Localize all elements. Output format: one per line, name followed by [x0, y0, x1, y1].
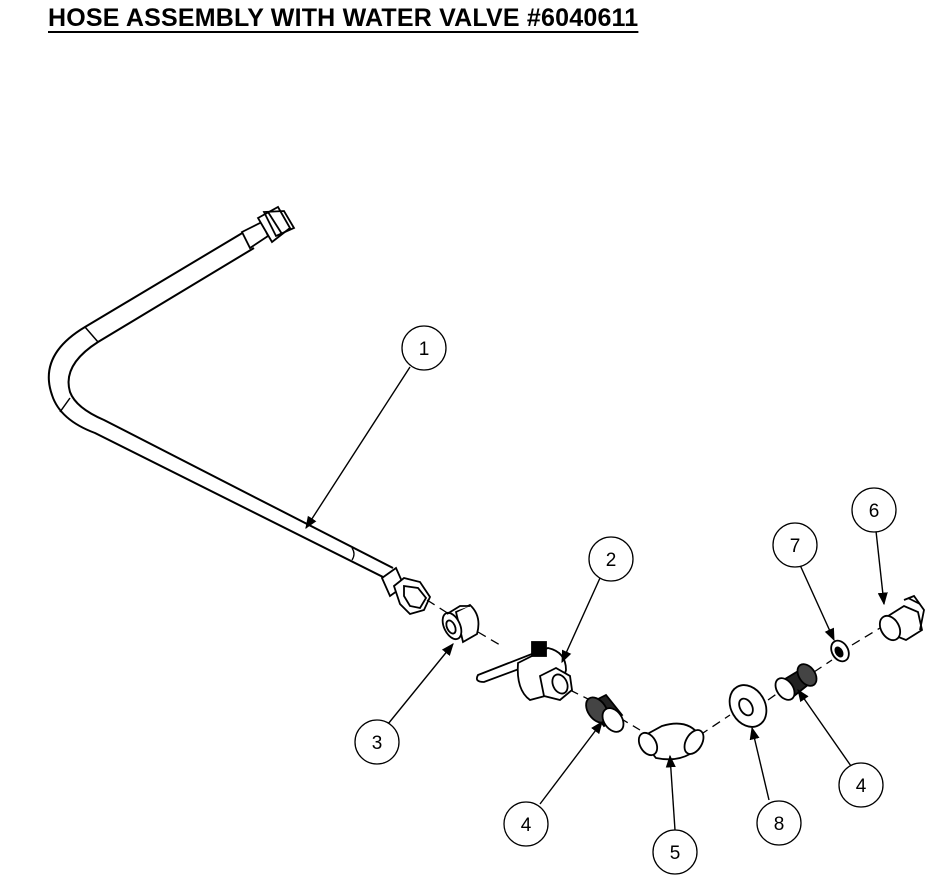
callout-6: 6 — [851, 487, 897, 533]
callout-1: 1 — [401, 325, 447, 371]
callout-3: 3 — [354, 719, 400, 765]
leader-6 — [875, 530, 888, 606]
callout-4-right-label: 4 — [856, 776, 867, 797]
small-washer — [830, 639, 850, 663]
hose-top-fitting — [240, 205, 296, 250]
leader-4-left — [539, 720, 603, 805]
flange-washer — [728, 684, 768, 728]
page-title: HOSE ASSEMBLY WITH WATER VALVE #6040611 — [48, 4, 639, 32]
leader-1 — [305, 366, 411, 530]
callout-4-left-label: 4 — [521, 815, 532, 836]
leader-2 — [561, 577, 601, 664]
callout-3-label: 3 — [372, 733, 383, 754]
callout-2-label: 2 — [606, 550, 617, 571]
adapter-fitting — [441, 603, 480, 644]
callout-2: 2 — [588, 536, 634, 582]
ball-valve — [475, 641, 573, 701]
leader-4-right — [797, 688, 852, 767]
hose — [47, 231, 394, 579]
leader-lines — [305, 366, 888, 831]
callout-5-label: 5 — [670, 843, 681, 864]
callout-1-label: 1 — [419, 339, 430, 360]
callout-8-label: 8 — [774, 814, 785, 835]
end-cap — [878, 594, 925, 642]
elbow-fitting — [637, 722, 705, 761]
callout-4-right: 4 — [838, 762, 884, 808]
leader-7 — [799, 564, 835, 642]
hose-bottom-fitting — [380, 566, 432, 616]
callout-4-left: 4 — [503, 801, 549, 847]
leader-8 — [749, 726, 770, 801]
callout-6-label: 6 — [869, 501, 880, 522]
leader-5 — [665, 754, 676, 831]
callout-5: 5 — [652, 829, 698, 875]
nipple-right — [774, 663, 818, 701]
callout-7-label: 7 — [790, 536, 801, 557]
callout-8: 8 — [756, 800, 802, 846]
callout-7: 7 — [772, 522, 818, 568]
nipple-left — [585, 693, 625, 733]
leader-3 — [387, 643, 454, 725]
